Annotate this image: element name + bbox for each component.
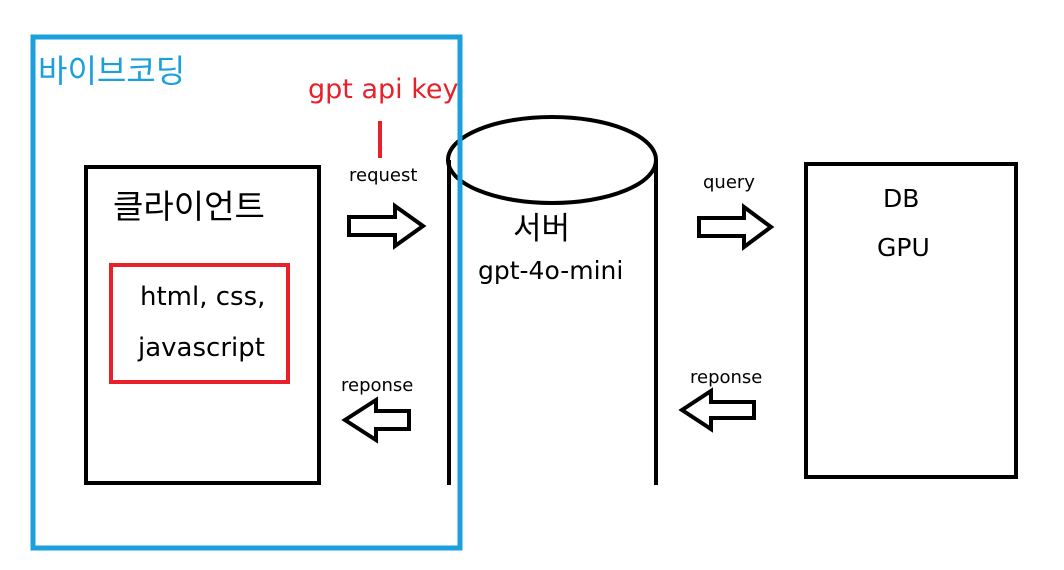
backend-box (804, 162, 1018, 479)
response-label-left: reponse (341, 375, 414, 396)
response-arrow-right (678, 387, 756, 433)
backend-db-label: DB (883, 184, 920, 213)
request-label: request (349, 165, 418, 186)
query-label: query (703, 172, 755, 193)
request-arrow (347, 202, 427, 250)
client-title: 클라이언트 (113, 187, 265, 226)
tech-stack-line-2: javascript (138, 333, 265, 363)
response-label-right: reponse (690, 367, 763, 388)
client-box (84, 165, 321, 485)
server-title: 서버 (513, 211, 571, 247)
tech-stack-box (109, 263, 290, 384)
vibe-coding-frame (30, 34, 463, 551)
server-cylinder (446, 115, 658, 485)
response-arrow-left (341, 396, 411, 444)
vibe-coding-label: 바이브코딩 (38, 52, 186, 90)
api-key-label: gpt api key (308, 74, 459, 105)
query-arrow (697, 203, 775, 251)
tech-stack-line-1: html, css, (140, 282, 266, 312)
backend-gpu-label: GPU (877, 233, 930, 262)
server-model: gpt-4o-mini (478, 256, 624, 285)
